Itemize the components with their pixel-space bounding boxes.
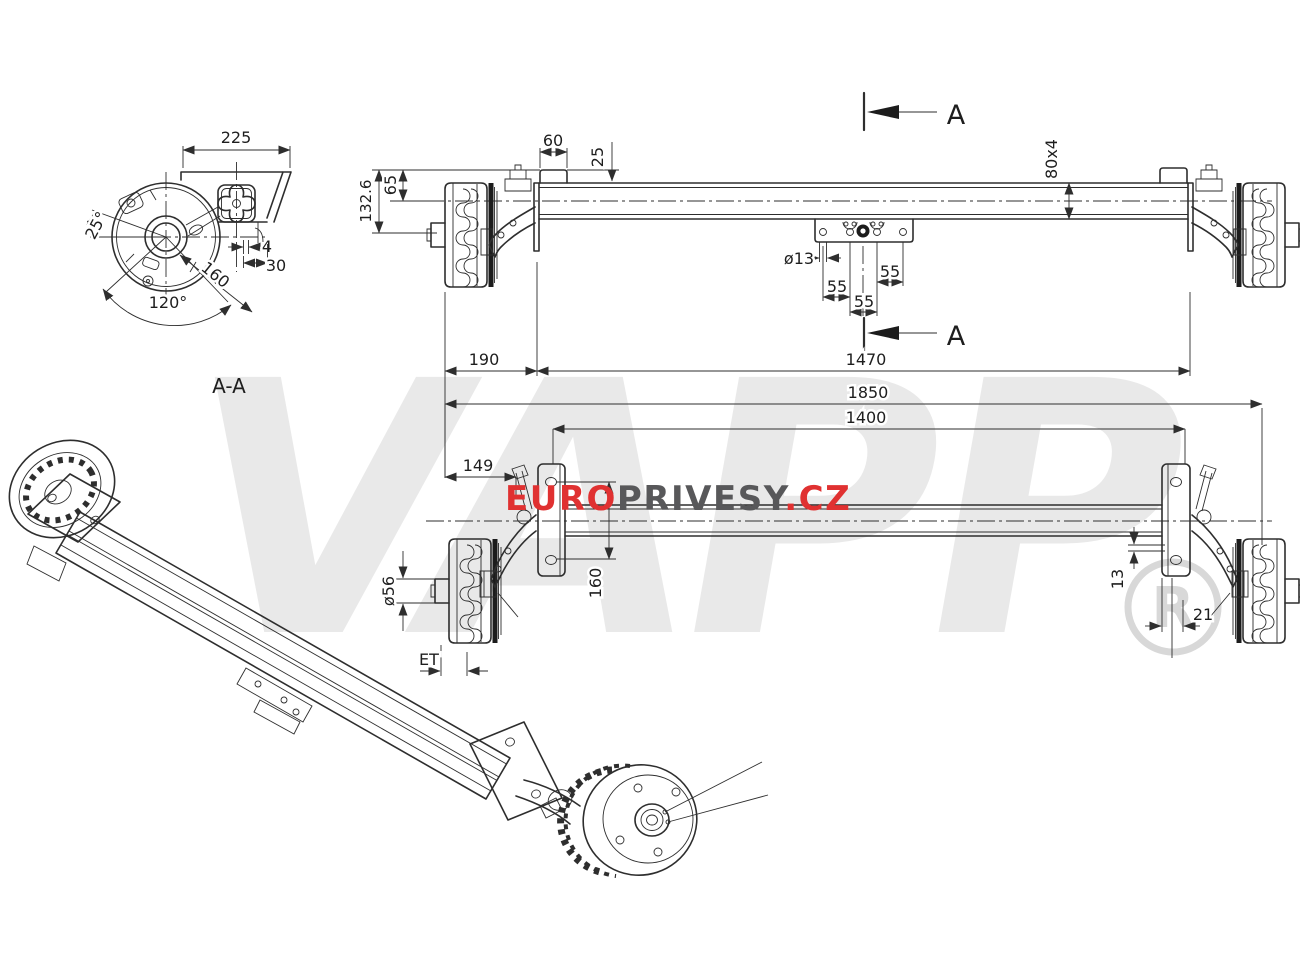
dim-pitch-b: 55 [827, 277, 847, 296]
dim-pitch-c: 55 [854, 292, 874, 311]
dim-tube: 80x4 [1042, 139, 1061, 179]
dim-plate-h: 160 [586, 568, 605, 599]
drum-rear-right [1232, 538, 1300, 644]
dim-clip: 25 [588, 147, 607, 167]
dim-hub: ø56 [379, 576, 398, 606]
plate-left [537, 463, 566, 577]
dim-offset: 30 [266, 256, 286, 275]
vapp-watermark-text: VAPP [153, 309, 1209, 716]
section-label-bottom: A [947, 321, 966, 352]
dim-et: ET [419, 650, 439, 669]
section-view-label: A-A [212, 374, 246, 398]
vapp-watermark: VAPP [153, 309, 1209, 716]
dim-arm: 149 [463, 456, 494, 475]
axle-tube-section [180, 162, 292, 272]
dim-diag: 160 [198, 258, 234, 292]
isometric-view [8, 439, 769, 878]
iso-bracket [236, 667, 313, 735]
detail-view: 225 25° 120° 160 4 30 A-A [79, 126, 292, 398]
dim-hole: ø13 [784, 249, 814, 268]
registered-letter: R [1151, 576, 1194, 641]
iso-plate-lower [469, 721, 563, 821]
center-bracket [814, 218, 914, 243]
drum-front-left [426, 182, 498, 288]
brand-watermark: EUROPRIVESY.CZ [505, 479, 851, 519]
dim-angle-bottom: 120° [149, 293, 188, 312]
brand-privesy: PRIVESY [617, 479, 789, 519]
dim-lever: 21 [1193, 605, 1213, 624]
rear-view: 1850 1400 149 160 ø56 ET 13 21 [377, 381, 1300, 676]
section-label-top: A [947, 100, 966, 131]
dim-width: 225 [221, 128, 252, 147]
section-cut-bottom: A [862, 316, 966, 358]
iso-drum-upper [8, 439, 116, 539]
plate-right [1161, 463, 1191, 577]
dim-pitch-a: 55 [880, 262, 900, 281]
dim-bracket: 60 [543, 131, 563, 150]
dim-drop: 65 [381, 175, 400, 195]
dim-edge: 13 [1108, 569, 1127, 589]
section-cut-top: A [862, 91, 966, 132]
iso-beam [55, 511, 511, 800]
dim-small: 4 [262, 237, 272, 256]
drum-front-right [1232, 182, 1300, 288]
dim-left: 190 [469, 350, 500, 369]
dim-height: 132.6 [357, 180, 375, 223]
dim-inner: 1470 [846, 350, 887, 369]
iso-plate-upper [27, 473, 121, 543]
dim-plates: 1400 [846, 408, 887, 427]
brand-cz: .CZ [784, 479, 851, 519]
iso-drum-lower [557, 761, 769, 878]
brake-internals [118, 189, 221, 287]
dim-overall: 1850 [848, 383, 889, 402]
rear-dimensions: 1850 1400 149 160 ø56 ET 13 21 [377, 381, 1263, 676]
brand-euro: EURO [505, 479, 617, 519]
